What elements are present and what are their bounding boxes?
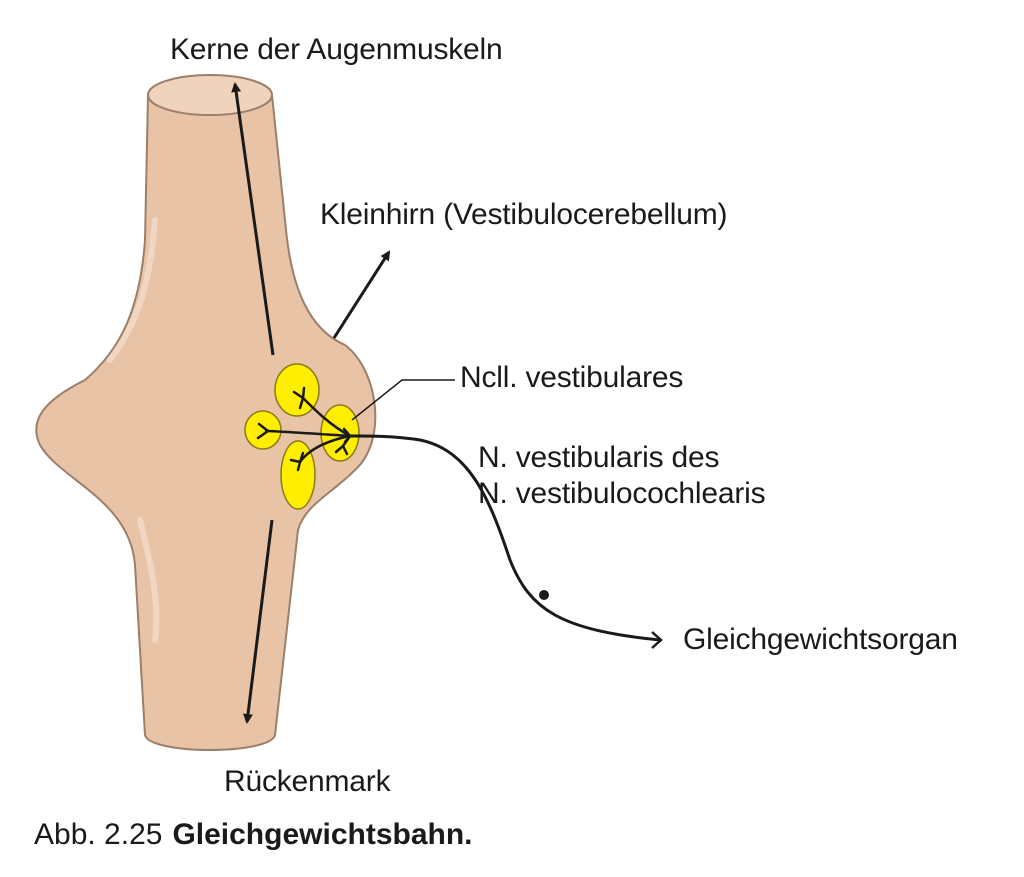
figure-number: Abb. 2.25	[34, 818, 163, 851]
vestibular-nucleus-lateral	[320, 404, 360, 462]
brainstem-highlight-lower	[137, 517, 160, 643]
figure-caption: Abb. 2.25 Gleichgewichtsbahn.	[34, 815, 473, 855]
label-eye-muscle-nuclei: Kerne der Augenmuskeln	[170, 33, 503, 66]
label-cerebellum: Kleinhirn (Vestibulocerebellum)	[320, 198, 728, 231]
vestibular-nuclei-leader	[351, 379, 455, 421]
fibre-branch-inferior	[298, 434, 351, 463]
arrow-to-spinal-cord	[243, 519, 274, 724]
brainstem-top-cap	[147, 74, 273, 116]
vestibular-nucleus-medial	[244, 410, 282, 450]
label-balance-organ: Gleichgewichtsorgan	[683, 623, 958, 656]
vestibular-nucleus-inferior	[280, 440, 316, 510]
label-vestibular-nerve-line1: N. vestibularis des	[478, 441, 720, 474]
arrow-to-cerebellum	[332, 250, 391, 339]
arrow-to-eye-muscle-nuclei	[231, 82, 275, 356]
fibre-branch-superior	[302, 397, 351, 438]
synapse-endings	[256, 386, 352, 472]
brainstem-shape	[35, 79, 377, 751]
vestibular-pathway-diagram	[35, 74, 663, 751]
label-vestibular-nerve-line2: N. vestibulocochlearis	[478, 477, 766, 510]
label-vestibular-nuclei: Ncll. vestibulares	[460, 361, 684, 394]
receptor-ending	[651, 631, 663, 649]
label-spinal-cord: Rückenmark	[224, 765, 391, 798]
ganglion-cell	[539, 590, 549, 600]
fibre-branch-medial	[267, 429, 351, 438]
figure-title: Gleichgewichtsbahn.	[172, 818, 473, 851]
vestibular-nerve-fibre	[349, 434, 661, 642]
brainstem-highlight	[107, 217, 158, 363]
